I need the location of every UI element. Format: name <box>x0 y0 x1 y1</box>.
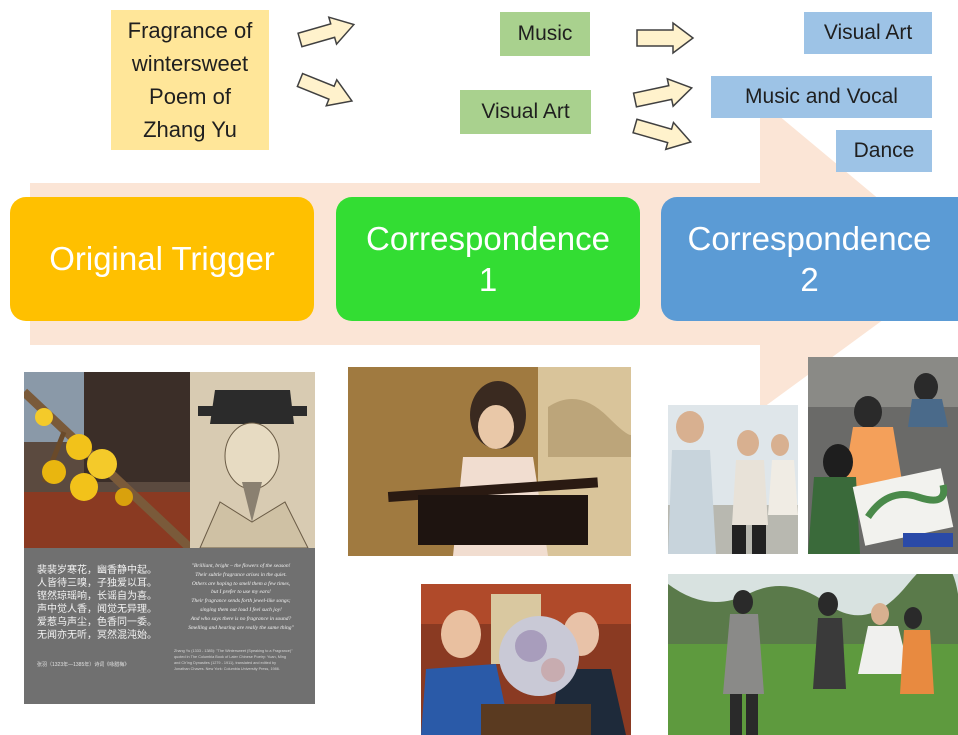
source-note-box: Fragrance of wintersweet Poem of Zhang Y… <box>111 10 269 150</box>
wintersweet-photo <box>24 372 190 548</box>
poem-english-block: "Brilliant, bright – the flowers of the … <box>172 562 310 632</box>
poem-en-line: And who says there is no fragrance in so… <box>190 615 292 622</box>
source-line-2: wintersweet <box>131 51 249 76</box>
correspondence-1-box: Correspondence 1 <box>336 197 640 321</box>
music-label: Music <box>500 12 590 56</box>
arrow-music-to-visual-art <box>636 21 695 55</box>
poem-cn-line: 铿然琼瑶响，长谣自为喜。 <box>37 591 157 602</box>
poem-credit-line: and Ch'ing Dynasties (1279 - 1911), tran… <box>174 661 276 665</box>
correspondence-2-box: Correspondence 2 <box>661 197 958 321</box>
poem-cn-line: 爱惹乌声尘，色香同一委。 <box>37 617 157 628</box>
poem-en-line: but I prefer to use my ears! <box>211 589 271 596</box>
poem-en-line: Others are hoping to smell them a few ti… <box>191 580 291 587</box>
guqin-performance-photo <box>348 367 631 556</box>
poem-en-line: Smelling and hearing are really the same… <box>188 624 294 631</box>
source-line-3: Poem of <box>149 84 231 109</box>
poem-panel: 裴裴岁寒花，幽香静中起。 人皆待三嗅，子独爱以耳。 铿然琼瑶响，长谣自为喜。 声… <box>24 548 315 704</box>
correspondence-2-label: Correspondence <box>687 219 932 257</box>
poem-cn-line: 人皆待三嗅，子独爱以耳。 <box>37 578 157 589</box>
poem-english-credit: Zhang Yu (1333 - 1385): "The Wintersweet… <box>174 648 310 672</box>
poem-en-line: Their fragrance sends forth jewel-like s… <box>191 598 291 605</box>
poem-cn-line: 声中觉人香，闻觉无异理。 <box>37 604 157 615</box>
outdoor-dance-photo <box>668 574 958 735</box>
poem-cn-line: 无闻亦无听，冥然混沌始。 <box>37 630 157 641</box>
arrow-visual-art-to-music-vocal <box>632 77 694 108</box>
painted-drum-photo <box>421 584 631 735</box>
poem-credit-line: Jonathan Chaves. New York: Columbia Univ… <box>174 667 280 671</box>
arrow-trigger-to-visual-art <box>296 72 354 107</box>
correspondence-1-number: 1 <box>478 261 498 298</box>
poem-credit-line: quoted in The Columbia Book of Later Chi… <box>174 655 286 659</box>
poem-chinese-credit: 张羽（1323年—1385年）诗词《咏腊梅》 <box>37 662 130 668</box>
original-trigger-label: Original Trigger <box>49 240 275 278</box>
poem-en-line: singing them out loud I feel such joy! <box>200 606 282 613</box>
arrow-trigger-to-music <box>297 16 356 48</box>
correspondence-2-number: 2 <box>800 261 819 298</box>
visual-art-label-mid: Visual Art <box>460 90 591 134</box>
arrow-visual-art-to-dance <box>632 118 693 151</box>
original-trigger-box: Original Trigger <box>10 197 314 321</box>
poem-chinese-block: 裴裴岁寒花，幽香静中起。 人皆待三嗅，子独爱以耳。 铿然琼瑶响，长谣自为喜。 声… <box>37 564 169 642</box>
small-arrows <box>296 16 695 151</box>
visual-art-label-right: Visual Art <box>804 12 932 54</box>
group-activity-photo <box>668 405 798 554</box>
source-line-1: Fragrance of <box>127 18 253 43</box>
correspondence-1-label: Correspondence <box>366 219 610 257</box>
poem-en-line: "Brilliant, bright – the flowers of the … <box>191 563 291 569</box>
zhang-yu-portrait <box>190 372 315 548</box>
poem-cn-line: 裴裴岁寒花，幽香静中起。 <box>37 565 157 576</box>
music-vocal-label: Music and Vocal <box>711 76 932 118</box>
painting-class-photo <box>808 357 958 554</box>
poem-credit-line: Zhang Yu (1333 - 1385): "The Wintersweet… <box>174 649 293 653</box>
source-line-4: Zhang Yu <box>143 117 237 142</box>
dance-label: Dance <box>836 130 932 172</box>
poem-en-line: Their subtle fragrance arises in the qui… <box>195 571 287 578</box>
